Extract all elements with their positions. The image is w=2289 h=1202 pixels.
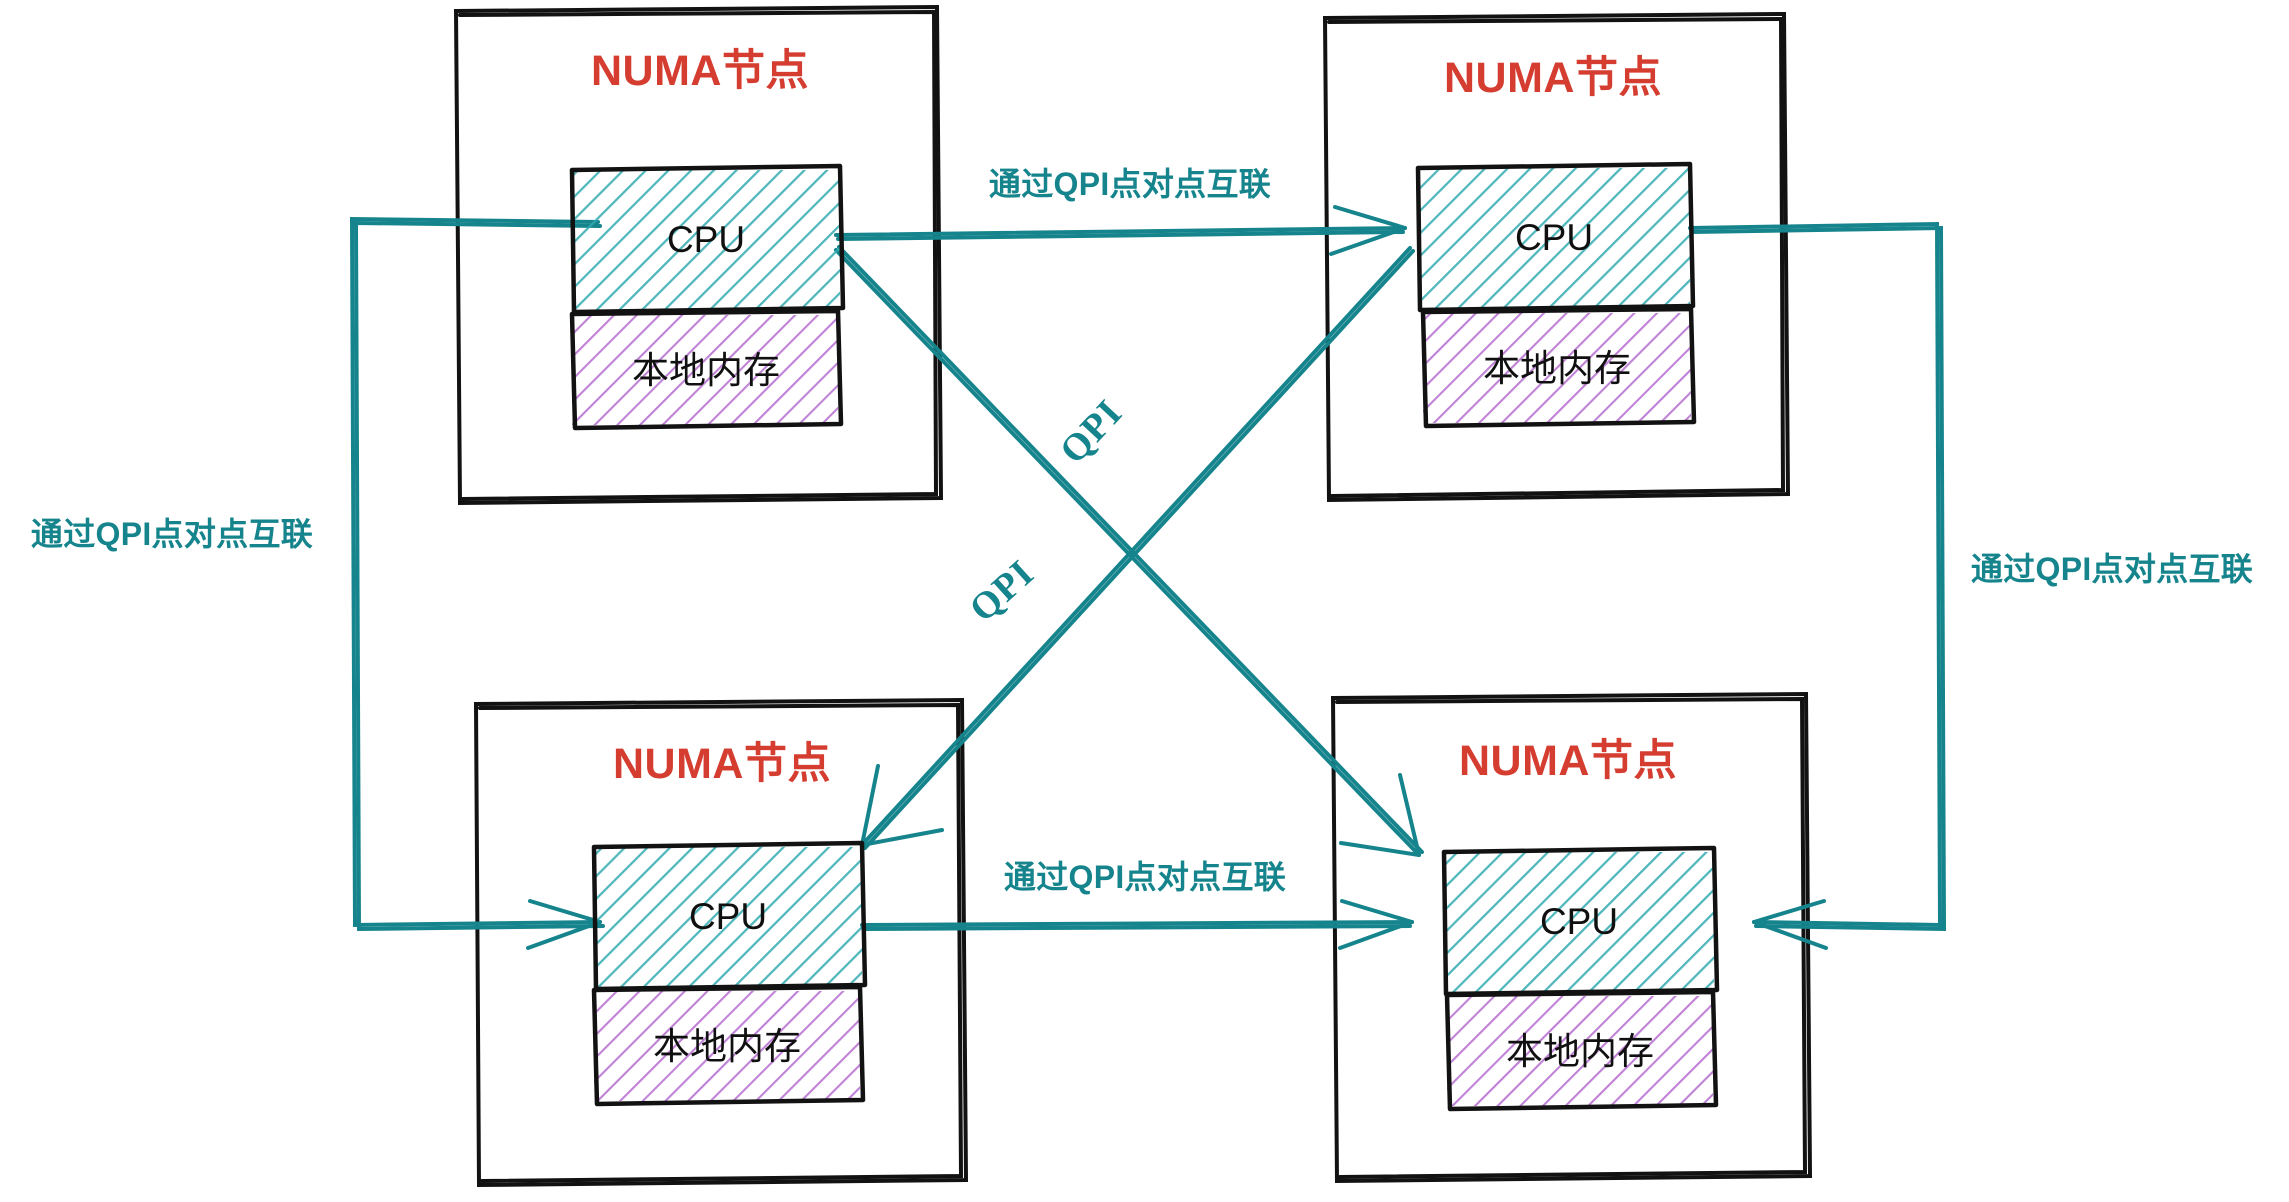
link-right-line bbox=[1688, 221, 1947, 950]
node-bottom-right-memory-block bbox=[1444, 989, 1719, 1112]
node-top-left-cpu-label: CPU bbox=[667, 219, 745, 260]
node-top-right-memory-label: 本地内存 bbox=[1483, 348, 1631, 389]
link-top-label: 通过QPI点对点互联 bbox=[989, 166, 1271, 202]
link-diagonal-down-left-qpi-label: QPI bbox=[1052, 392, 1131, 472]
node-top-left-memory-label: 本地内存 bbox=[632, 350, 780, 391]
node-top-right-cpu-label: CPU bbox=[1515, 217, 1593, 258]
node-bottom-left-cpu-label: CPU bbox=[689, 896, 767, 937]
node-top-right-cpu-block bbox=[1415, 161, 1696, 313]
node-bottom-left-box bbox=[473, 697, 969, 1188]
node-bottom-left-memory-label: 本地内存 bbox=[653, 1026, 801, 1067]
node-top-right-memory-block bbox=[1420, 306, 1697, 429]
node-bottom-left-title: NUMA节点 bbox=[613, 740, 831, 788]
node-bottom-left-cpu-block bbox=[591, 840, 868, 992]
link-diagonal-down-right-line bbox=[834, 245, 1424, 857]
link-left-label: 通过QPI点对点互联 bbox=[31, 516, 313, 552]
node-bottom-right-title: NUMA节点 bbox=[1459, 737, 1677, 785]
node-top-left-memory-block bbox=[569, 308, 844, 431]
link-bottom-line bbox=[860, 899, 1414, 950]
node-bottom-right-box bbox=[1330, 691, 1813, 1184]
link-diagonal-down-left-line bbox=[860, 246, 1415, 850]
node-top-left-cpu-block bbox=[569, 163, 846, 315]
node-bottom-right-cpu-block bbox=[1441, 845, 1720, 997]
node-top-right-title: NUMA节点 bbox=[1444, 54, 1662, 102]
node-bottom-right-cpu-label: CPU bbox=[1540, 901, 1618, 942]
node-top-left-title: NUMA节点 bbox=[591, 47, 809, 95]
node-bottom-right-memory-label: 本地内存 bbox=[1506, 1031, 1654, 1072]
link-bottom-label: 通过QPI点对点互联 bbox=[1004, 859, 1286, 895]
link-top-line bbox=[834, 205, 1407, 256]
node-top-left-box bbox=[453, 4, 944, 506]
node-bottom-left-memory-block bbox=[591, 984, 866, 1107]
link-right-label: 通过QPI点对点互联 bbox=[1971, 551, 2253, 587]
link-diagonal-down-right-qpi-label: QPI bbox=[962, 552, 1043, 630]
link-left-line bbox=[349, 216, 605, 950]
